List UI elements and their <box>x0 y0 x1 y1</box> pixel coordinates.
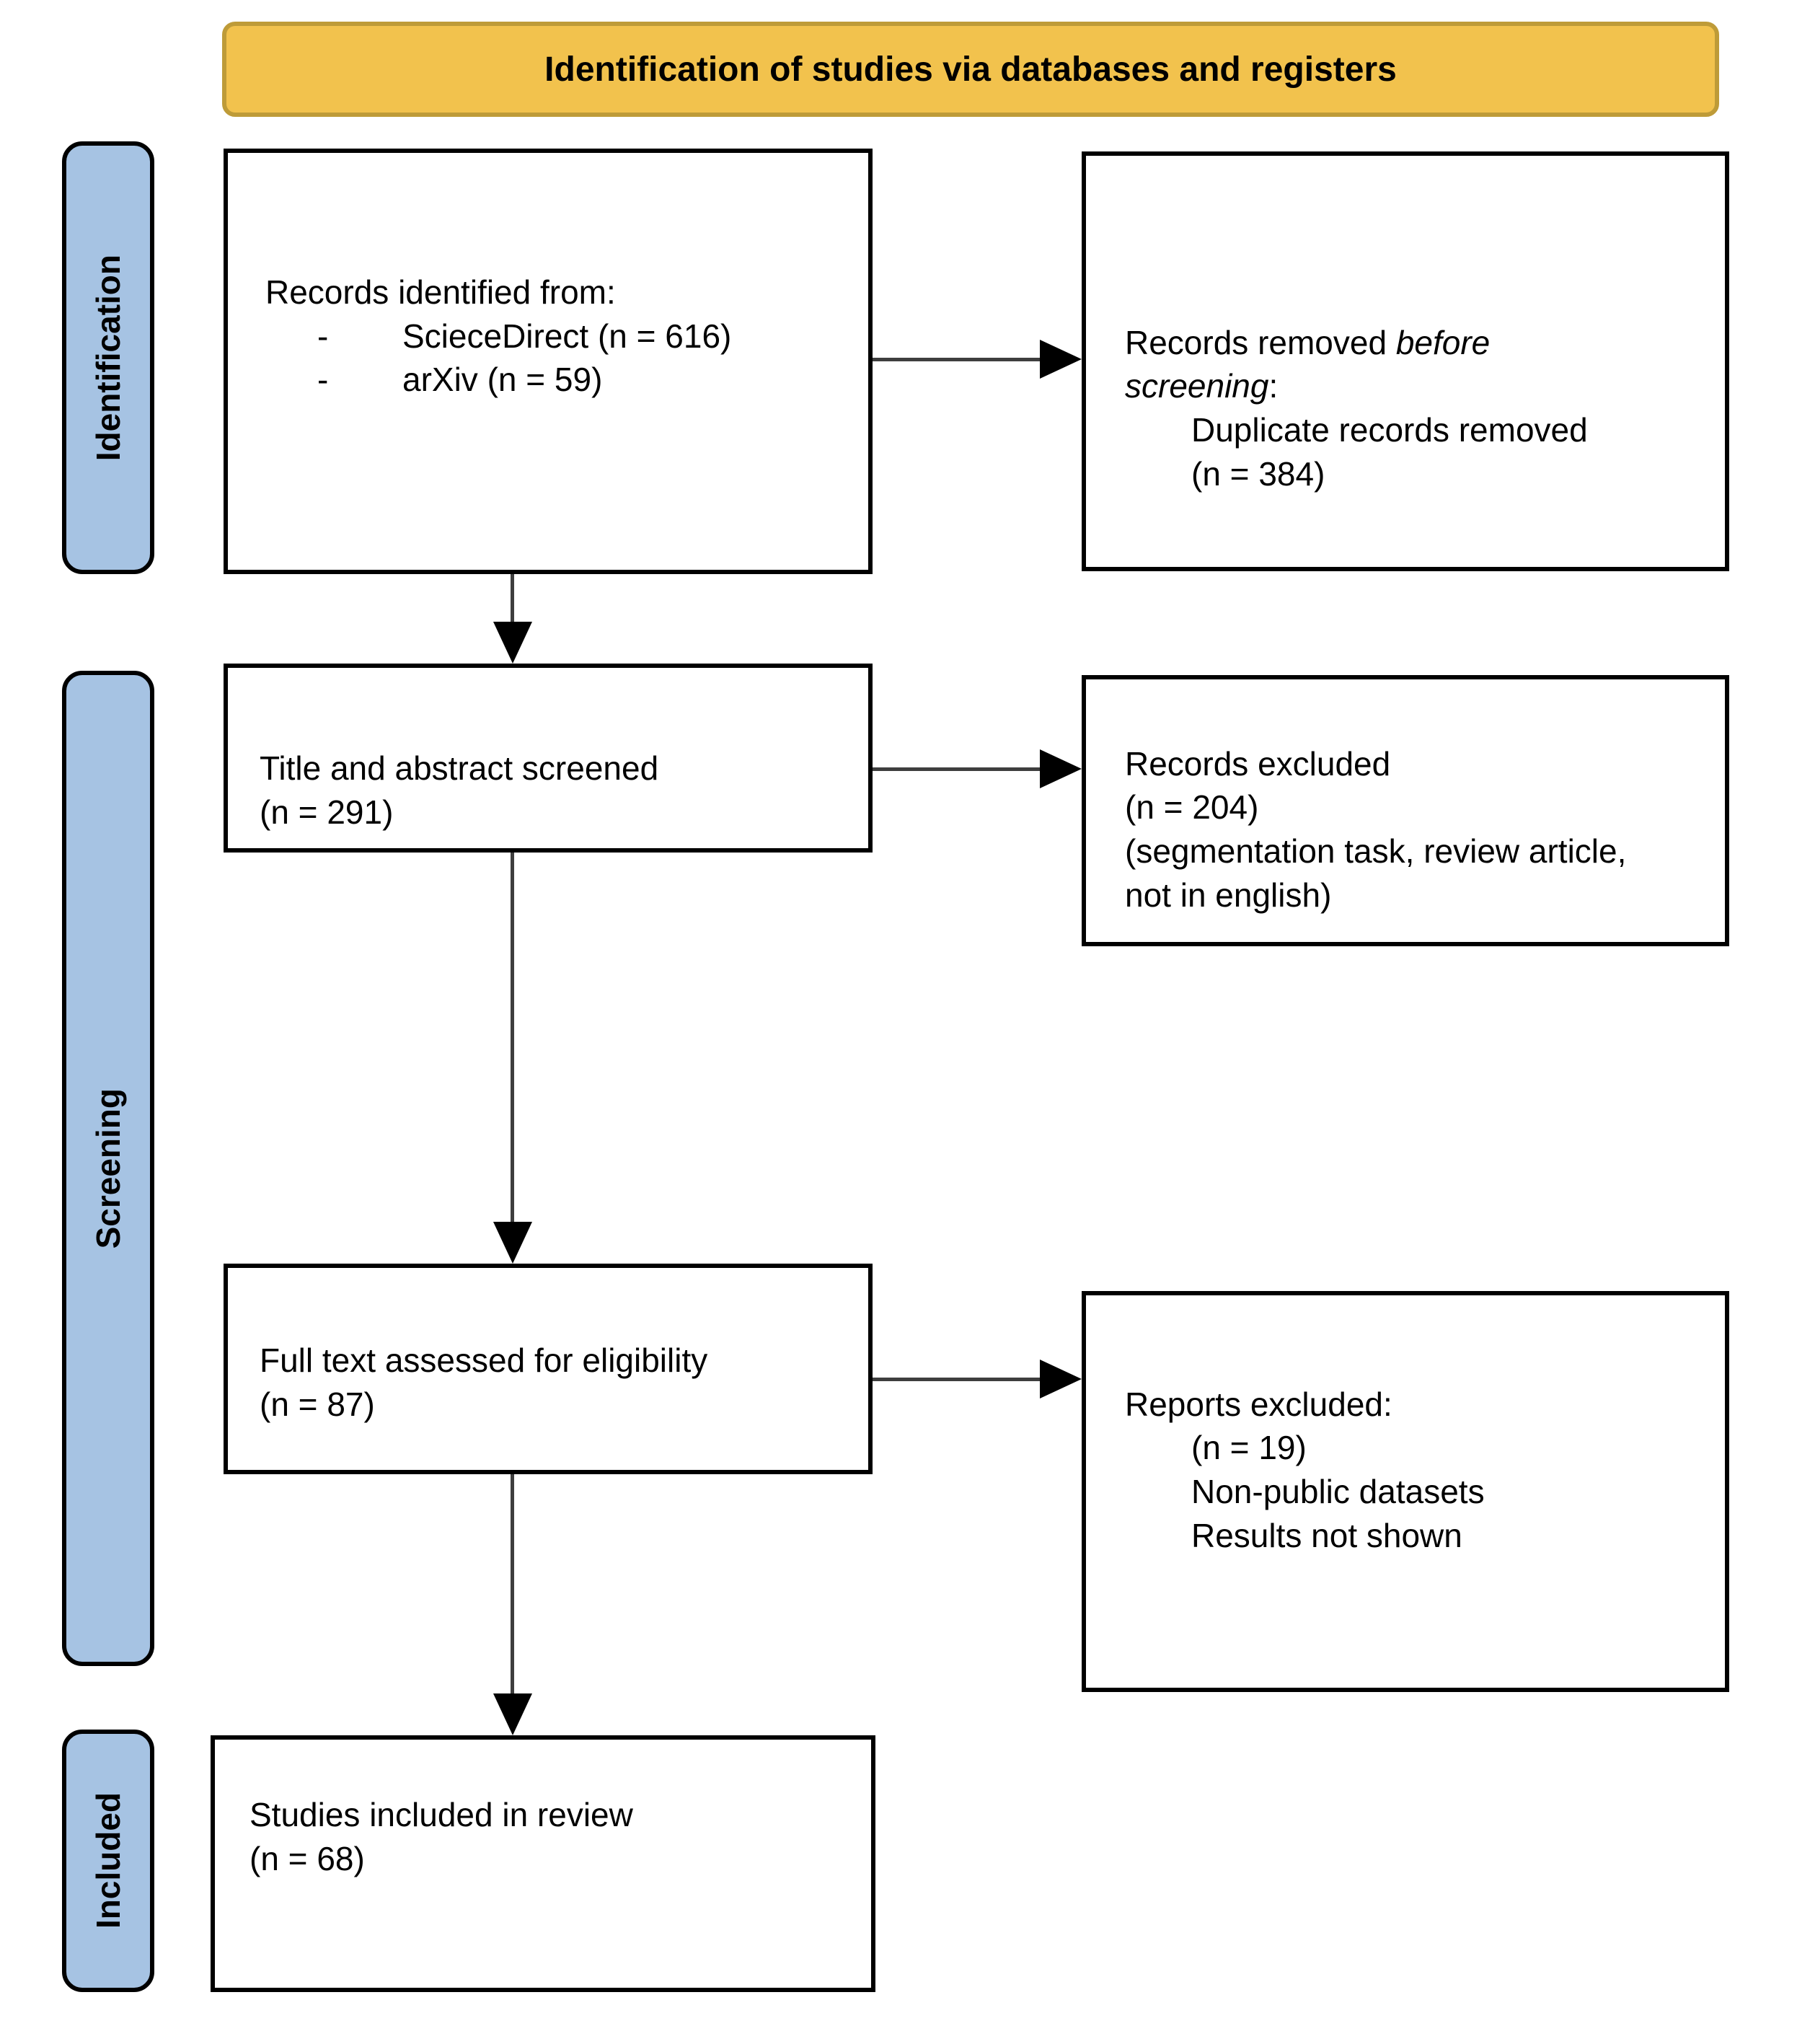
stage-label-screening: Screening <box>62 671 154 1666</box>
studies-included-count: (n = 68) <box>250 1840 365 1877</box>
stage-label-included-text: Included <box>89 1792 127 1929</box>
arrow-screened-to-fulltext-line <box>511 853 514 1222</box>
reports-excluded-title: Reports excluded: <box>1125 1385 1392 1423</box>
arrow-fulltext-to-reports-head-icon <box>1040 1360 1082 1398</box>
banner-title: Identification of studies via databases … <box>544 50 1397 89</box>
arrow-screened-to-excluded-line <box>873 767 1040 771</box>
full-text-line: Full text assessed for eligibility <box>260 1342 708 1380</box>
duplicate-records-removed-line: Duplicate records removed <box>1191 411 1588 449</box>
records-excluded-line: Records excluded <box>1125 744 1391 783</box>
box-full-text-assessed: Full text assessed for eligibility (n = … <box>224 1264 873 1474</box>
arrow-screened-to-fulltext-head-icon <box>493 1222 532 1264</box>
box-title-abstract-screened: Title and abstract screened (n = 291) <box>224 664 873 853</box>
records-excluded-count: (n = 204) <box>1125 788 1259 827</box>
records-identified-title: Records identified from: <box>265 273 616 311</box>
list-item-sciencedirect-label: ScieceDirect (n = 616) <box>402 317 732 355</box>
records-removed-italic-before: before <box>1395 323 1491 361</box>
arrow-screened-to-excluded-head-icon <box>1040 749 1082 788</box>
arrow-identified-to-removed-line <box>873 358 1040 361</box>
list-item-sciencedirect: - ScieceDirect (n = 616) <box>265 314 857 358</box>
box-records-identified: Records identified from: - ScieceDirect … <box>224 149 873 574</box>
duplicate-records-count: (n = 384) <box>1191 454 1325 493</box>
arrow-identified-to-screened-head-icon <box>493 622 532 664</box>
studies-included-line: Studies included in review <box>250 1796 633 1834</box>
records-excluded-reason: (segmentation task, review article, not … <box>1125 832 1627 914</box>
records-removed-italic-screening: screening <box>1125 367 1269 405</box>
stage-label-identification-text: Identification <box>89 254 127 462</box>
list-item-arxiv-label: arXiv (n = 59) <box>402 361 603 399</box>
arrow-fulltext-to-included-head-icon <box>493 1693 532 1735</box>
title-abstract-line: Title and abstract screened <box>260 749 659 788</box>
stage-label-included: Included <box>62 1730 154 1992</box>
bullet-dash: - <box>317 361 329 399</box>
box-reports-excluded: Reports excluded: (n = 19) Non-public da… <box>1082 1291 1729 1692</box>
bullet-dash: - <box>317 317 329 355</box>
stage-label-identification: Identification <box>62 141 154 574</box>
arrow-identified-to-screened-line <box>511 574 514 622</box>
reports-excluded-count: (n = 19) <box>1191 1429 1307 1467</box>
reports-excluded-noresults: Results not shown <box>1191 1516 1462 1554</box>
arrow-identified-to-removed-head-icon <box>1040 340 1082 379</box>
box-studies-included: Studies included in review (n = 68) <box>211 1735 875 1992</box>
list-item-arxiv: - arXiv (n = 59) <box>265 358 857 402</box>
full-text-count: (n = 87) <box>260 1386 375 1423</box>
box-records-excluded: Records excluded (n = 204) (segmentation… <box>1082 675 1729 946</box>
banner-databases-registers: Identification of studies via databases … <box>222 22 1719 117</box>
reports-excluded-nonpublic: Non-public datasets <box>1191 1473 1485 1510</box>
records-removed-line2: screening: <box>1125 364 1713 408</box>
arrow-fulltext-to-reports-line <box>873 1378 1040 1381</box>
title-abstract-count: (n = 291) <box>260 793 394 831</box>
records-removed-line1: Records removed before <box>1125 321 1713 365</box>
box-records-removed-before-screening: Records removed before screening: Duplic… <box>1082 151 1729 571</box>
records-removed-normal-text: Records removed <box>1125 323 1396 361</box>
stage-label-screening-text: Screening <box>89 1088 127 1249</box>
records-removed-colon: : <box>1268 367 1279 405</box>
arrow-fulltext-to-included-line <box>511 1474 514 1693</box>
